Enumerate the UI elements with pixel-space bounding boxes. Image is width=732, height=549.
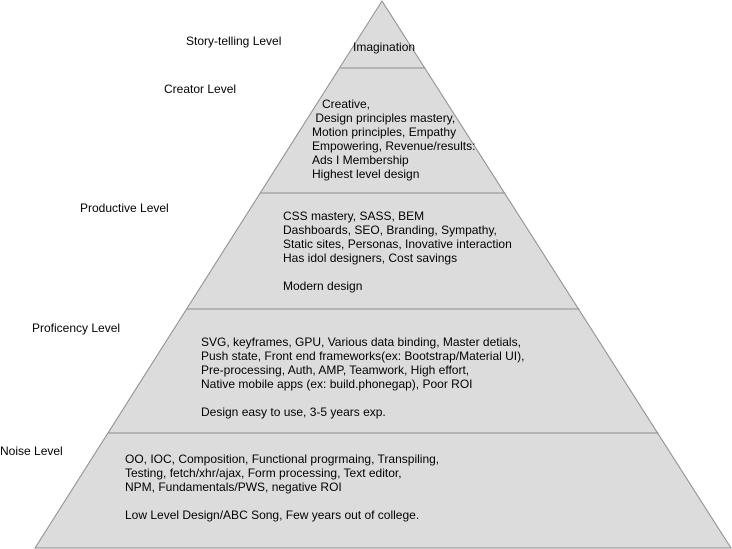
content-line: Dashboards, SEO, Branding, Sympathy, <box>283 223 497 237</box>
level-content-proficency: SVG, keyframes, GPU, Various data bindin… <box>201 335 524 419</box>
content-line: CSS mastery, SASS, BEM <box>283 209 425 223</box>
content-line: Highest level design <box>312 167 420 181</box>
content-line: Ads I Membership <box>312 153 409 167</box>
level-label-productive: Productive Level <box>80 201 169 215</box>
level-content-story-telling: Imagination <box>353 40 415 54</box>
content-line: SVG, keyframes, GPU, Various data bindin… <box>201 335 521 349</box>
content-line: Empowering, Revenue/results: <box>312 139 476 153</box>
level-content-productive: CSS mastery, SASS, BEM Dashboards, SEO, … <box>283 209 512 293</box>
level-label-noise: Noise Level <box>0 444 63 458</box>
content-line: Testing, fetch/xhr/ajax, Form processing… <box>125 466 402 480</box>
level-content-creator: Creative, Design principles mastery, Mot… <box>312 97 475 181</box>
content-line: Motion principles, Empathy <box>312 125 457 139</box>
content-line: Imagination <box>353 40 416 54</box>
content-line <box>201 391 524 405</box>
content-line: Has idol designers, Cost savings <box>283 251 458 265</box>
level-content-noise: OO, IOC, Composition, Functional progrma… <box>125 452 439 522</box>
content-line: Low Level Design/ABC Song, Few years out… <box>125 508 420 522</box>
level-label-proficency: Proficency Level <box>32 321 121 335</box>
content-line: Pre-processing, Auth, AMP, Teamwork, Hig… <box>201 363 470 377</box>
content-line: OO, IOC, Composition, Functional progrma… <box>125 452 440 466</box>
content-line <box>283 265 512 279</box>
content-line: Creative, <box>322 97 371 111</box>
content-line: Static sites, Personas, Inovative intera… <box>283 237 512 251</box>
pyramid-outline <box>34 0 732 549</box>
content-line: Native mobile apps (ex: build.phonegap),… <box>201 377 473 391</box>
level-label-story-telling: Story-telling Level <box>186 34 282 48</box>
content-line: NPM, Fundamentals/PWS, negative ROI <box>125 480 342 494</box>
level-label-creator: Creator Level <box>164 82 237 96</box>
content-line: Design easy to use, 3-5 years exp. <box>201 405 386 419</box>
content-line: Modern design <box>283 279 363 293</box>
content-line: Design principles mastery, <box>312 111 456 125</box>
content-line: Push state, Front end frameworks(ex: Boo… <box>201 349 525 363</box>
content-line <box>125 494 439 508</box>
